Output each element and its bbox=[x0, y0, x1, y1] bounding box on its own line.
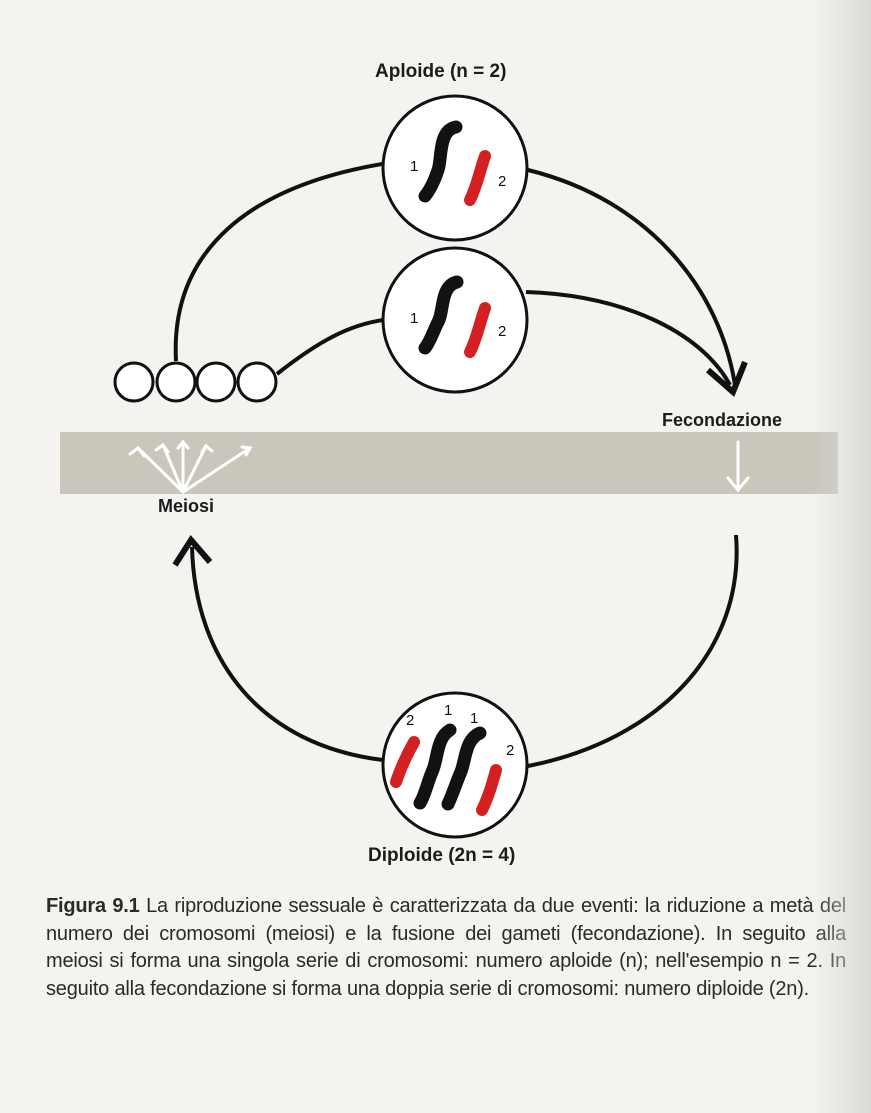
haploid-to-fertilization-curve bbox=[527, 168, 737, 386]
chromosome-1-black bbox=[413, 723, 457, 810]
gamete-to-haploid-curve bbox=[173, 161, 389, 362]
second-haploid-to-fertilization-curve bbox=[525, 290, 732, 386]
chromosome-1-black bbox=[418, 120, 463, 203]
haploid-label: Aploide (n = 2) bbox=[375, 61, 507, 82]
chromosome-2-red bbox=[476, 764, 502, 816]
haploid-cell-top: 1 2 bbox=[381, 94, 529, 242]
caption-text: La riproduzione sessuale è caratterizzat… bbox=[46, 895, 846, 1000]
chromosome-2-red bbox=[464, 302, 491, 358]
meiosis-split-arrows bbox=[128, 439, 253, 494]
diploid-cell: 2 1 1 2 bbox=[381, 691, 529, 839]
fertilization-band-arrow bbox=[726, 440, 750, 493]
gametes bbox=[113, 361, 278, 403]
chromosome-1-black bbox=[418, 275, 464, 355]
meiosis-arrowhead bbox=[172, 534, 213, 567]
chromosome-number-2: 2 bbox=[498, 173, 506, 190]
meiosis-fertilization-diagram: 1 2 1 2 2 1 1 2 Aploide (n = 2) Fecondaz… bbox=[60, 61, 838, 866]
chromosome-number-2: 2 bbox=[506, 742, 514, 759]
fertilization-label: Fecondazione bbox=[662, 410, 783, 430]
gamete bbox=[113, 361, 155, 403]
figure-caption: Figura 9.1 La riproduzione sessuale è ca… bbox=[46, 893, 846, 1003]
gamete-to-second-haploid-curve bbox=[275, 318, 384, 376]
gamete bbox=[195, 361, 237, 403]
chromosome-number-1: 1 bbox=[410, 310, 418, 327]
gamete bbox=[155, 361, 197, 403]
figure-number: Figura 9.1 bbox=[46, 895, 140, 917]
chromosome-2-red bbox=[464, 150, 491, 206]
chromosome-number-2: 2 bbox=[406, 712, 414, 729]
chromosome-number-1: 1 bbox=[444, 702, 452, 719]
chromosome-number-1: 1 bbox=[470, 710, 478, 727]
diploid-to-meiosis-curve bbox=[190, 546, 384, 762]
chromosome-2-red bbox=[390, 736, 420, 788]
chromosome-number-2: 2 bbox=[498, 323, 506, 340]
cell-boundary-band bbox=[60, 432, 838, 494]
chromosome-1-black bbox=[441, 726, 487, 811]
diploid-label: Diploide (2n = 4) bbox=[368, 845, 516, 866]
chromosome-number-1: 1 bbox=[410, 158, 418, 175]
meiosis-label: Meiosi bbox=[158, 496, 215, 516]
haploid-cell-bottom: 1 2 bbox=[381, 246, 529, 394]
gamete bbox=[236, 361, 278, 403]
fertilization-arrowhead bbox=[706, 360, 748, 398]
fertilization-to-diploid-curve bbox=[527, 534, 739, 768]
